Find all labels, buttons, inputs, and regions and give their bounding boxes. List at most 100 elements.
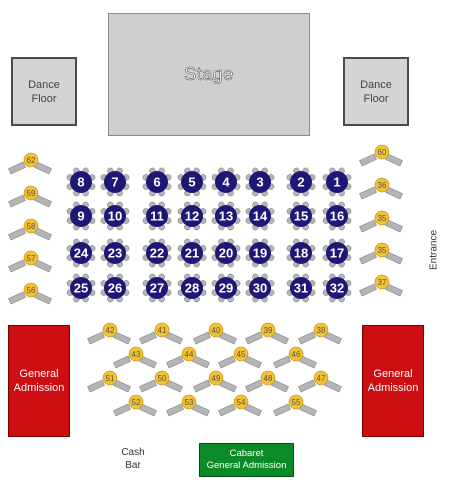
- table-circle: [208, 370, 224, 386]
- premium-table-23[interactable]: 23: [100, 238, 130, 268]
- premium-table-8[interactable]: 8: [66, 167, 96, 197]
- side-table-right-35[interactable]: 35: [359, 242, 403, 265]
- premium-table-2[interactable]: 2: [286, 167, 316, 197]
- floor-table-55[interactable]: 55: [273, 394, 317, 417]
- premium-table-21[interactable]: 21: [177, 238, 207, 268]
- floor-table-46[interactable]: 46: [273, 346, 317, 369]
- side-table-left-62[interactable]: 62: [8, 152, 52, 175]
- side-table-right-60[interactable]: 60: [359, 144, 403, 167]
- table-circle: [208, 322, 224, 338]
- premium-table-14[interactable]: 14: [245, 201, 275, 231]
- premium-table-18[interactable]: 18: [286, 238, 316, 268]
- table-circle: [23, 185, 39, 201]
- floor-table-52[interactable]: 52: [113, 394, 157, 417]
- table-number: 54: [237, 398, 246, 407]
- floor-table-40[interactable]: 40: [193, 322, 237, 345]
- premium-table-27[interactable]: 27: [142, 273, 172, 303]
- premium-table-circle: [215, 277, 237, 299]
- general-admission-left-line2: Admission: [13, 382, 65, 394]
- bench: [8, 161, 26, 175]
- side-table-left-59[interactable]: 59: [8, 185, 52, 208]
- stage: Stage: [108, 13, 310, 136]
- side-table-right-36[interactable]: 36: [359, 177, 403, 200]
- premium-table-5[interactable]: 5: [177, 167, 207, 197]
- premium-table-circle: [326, 205, 348, 227]
- floor-table-39[interactable]: 39: [245, 322, 289, 345]
- dance-floor-right-line2: Floor: [363, 92, 389, 105]
- premium-table-circle: [104, 171, 126, 193]
- floor-table-41[interactable]: 41: [139, 322, 183, 345]
- side-table-right-37[interactable]: 37: [359, 274, 403, 297]
- premium-table-circle: [104, 242, 126, 264]
- premium-table-circle: [181, 242, 203, 264]
- premium-table-3[interactable]: 3: [245, 167, 275, 197]
- premium-table-number: 9: [77, 209, 84, 224]
- premium-table-26[interactable]: 26: [100, 273, 130, 303]
- premium-table-19[interactable]: 19: [245, 238, 275, 268]
- floor-table-47[interactable]: 47: [298, 370, 342, 393]
- premium-table-7[interactable]: 7: [100, 167, 130, 197]
- floor-table-54[interactable]: 54: [218, 394, 262, 417]
- premium-table-circle: [249, 205, 271, 227]
- table-circle: [154, 370, 170, 386]
- bench: [8, 259, 26, 273]
- premium-table-4[interactable]: 4: [211, 167, 241, 197]
- side-table-right-35[interactable]: 35: [359, 210, 403, 233]
- cabaret-general-admission[interactable]: Cabaret General Admission: [199, 443, 294, 477]
- floor-table-53[interactable]: 53: [166, 394, 210, 417]
- premium-table-11[interactable]: 11: [142, 201, 172, 231]
- premium-table-number: 19: [253, 246, 267, 261]
- premium-table-number: 17: [330, 246, 344, 261]
- bench: [8, 227, 26, 241]
- premium-table-circle: [70, 171, 92, 193]
- general-admission-right[interactable]: General Admission: [362, 325, 424, 437]
- floor-table-50[interactable]: 50: [139, 370, 183, 393]
- premium-table-29[interactable]: 29: [211, 273, 241, 303]
- premium-table-1[interactable]: 1: [322, 167, 352, 197]
- bench: [245, 379, 263, 393]
- general-admission-left[interactable]: General Admission: [8, 325, 70, 437]
- table-circle: [374, 177, 390, 193]
- premium-table-circle: [290, 171, 312, 193]
- premium-table-32[interactable]: 32: [322, 273, 352, 303]
- floor-table-48[interactable]: 48: [245, 370, 289, 393]
- table-number: 46: [292, 350, 301, 359]
- bench: [8, 291, 26, 305]
- premium-table-30[interactable]: 30: [245, 273, 275, 303]
- cash-bar-line1: Cash: [121, 447, 145, 458]
- floor-table-42[interactable]: 42: [87, 322, 131, 345]
- premium-table-13[interactable]: 13: [211, 201, 241, 231]
- table-circle: [23, 250, 39, 266]
- premium-table-circle: [249, 277, 271, 299]
- bench: [166, 403, 184, 417]
- premium-table-6[interactable]: 6: [142, 167, 172, 197]
- premium-table-24[interactable]: 24: [66, 238, 96, 268]
- floor-table-44[interactable]: 44: [166, 346, 210, 369]
- side-table-left-57[interactable]: 57: [8, 250, 52, 273]
- premium-table-number: 22: [150, 246, 164, 261]
- premium-table-28[interactable]: 28: [177, 273, 207, 303]
- premium-table-17[interactable]: 17: [322, 238, 352, 268]
- floor-table-49[interactable]: 49: [193, 370, 237, 393]
- table-number: 42: [106, 326, 115, 335]
- premium-table-25[interactable]: 25: [66, 273, 96, 303]
- premium-table-10[interactable]: 10: [100, 201, 130, 231]
- table-number: 43: [132, 350, 141, 359]
- premium-table-15[interactable]: 15: [286, 201, 316, 231]
- side-table-left-56[interactable]: 56: [8, 282, 52, 305]
- side-table-left-58[interactable]: 58: [8, 218, 52, 241]
- premium-table-22[interactable]: 22: [142, 238, 172, 268]
- bench: [218, 403, 236, 417]
- premium-table-31[interactable]: 31: [286, 273, 316, 303]
- bench: [166, 355, 184, 369]
- premium-table-20[interactable]: 20: [211, 238, 241, 268]
- premium-table-12[interactable]: 12: [177, 201, 207, 231]
- premium-table-9[interactable]: 9: [66, 201, 96, 231]
- premium-table-number: 10: [108, 209, 122, 224]
- premium-table-16[interactable]: 16: [322, 201, 352, 231]
- floor-table-45[interactable]: 45: [218, 346, 262, 369]
- floor-table-38[interactable]: 38: [298, 322, 342, 345]
- floor-table-43[interactable]: 43: [113, 346, 157, 369]
- bench: [87, 331, 105, 345]
- floor-table-51[interactable]: 51: [87, 370, 131, 393]
